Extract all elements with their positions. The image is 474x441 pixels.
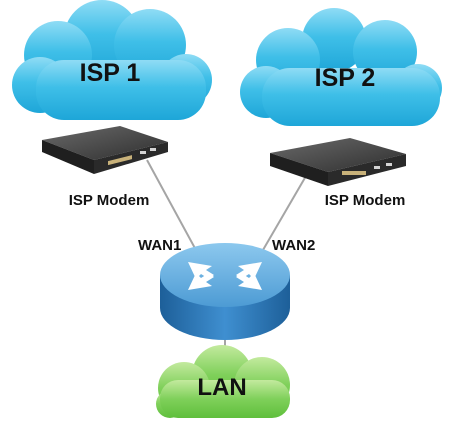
isp2-label: ISP 2 bbox=[315, 64, 376, 92]
isp1-cloud: ISP 1 bbox=[12, 0, 212, 120]
cloud-icon bbox=[156, 345, 290, 418]
isp2-modem-label: ISP Modem bbox=[325, 192, 406, 209]
cable-isp1-router bbox=[146, 159, 204, 264]
lan-label: LAN bbox=[197, 374, 246, 401]
router-icon bbox=[160, 243, 290, 340]
wan2-label: WAN2 bbox=[272, 237, 315, 254]
router bbox=[160, 243, 290, 340]
isp2-modem: ISP Modem bbox=[270, 138, 406, 209]
isp1-modem: ISP Modem bbox=[42, 126, 168, 209]
cloud-icon bbox=[240, 8, 442, 126]
wan1-label: WAN1 bbox=[138, 237, 181, 254]
cloud-icon bbox=[12, 0, 212, 120]
modem-icon bbox=[270, 138, 406, 186]
isp2-cloud: ISP 2 bbox=[240, 8, 442, 126]
isp1-modem-label: ISP Modem bbox=[69, 192, 150, 209]
modem-icon bbox=[42, 126, 168, 174]
isp1-label: ISP 1 bbox=[80, 59, 141, 87]
cable-isp2-router bbox=[255, 175, 307, 263]
lan-cloud: LAN bbox=[156, 345, 290, 418]
